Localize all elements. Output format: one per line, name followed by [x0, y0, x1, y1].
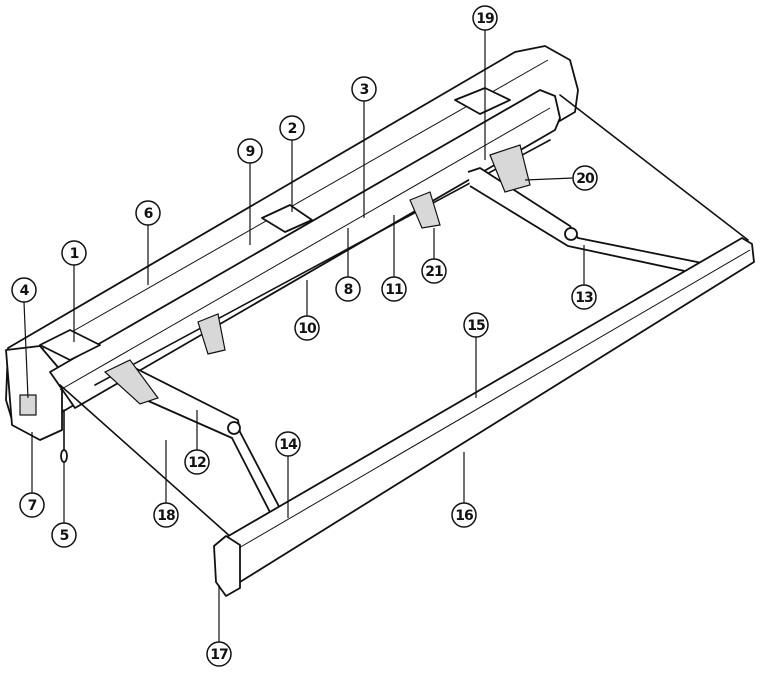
callout-number: 20	[576, 171, 595, 187]
callout-13: 13	[571, 284, 597, 310]
callout-circle	[153, 502, 179, 528]
right-shoulder	[489, 144, 531, 193]
callout-1: 1	[61, 240, 87, 266]
callout-number: 6	[144, 206, 153, 222]
callout-20: 20	[572, 165, 598, 191]
callout-circle	[335, 276, 361, 302]
callout-number: 16	[455, 508, 473, 524]
callout-12: 12	[184, 449, 210, 475]
callout-7: 7	[19, 492, 45, 518]
callout-number: 10	[298, 321, 317, 337]
callout-16: 16	[451, 502, 477, 528]
crank-eye	[60, 449, 68, 463]
callout-number: 21	[425, 264, 443, 280]
bracket-2	[261, 204, 313, 233]
callout-17: 17	[206, 641, 232, 667]
callout-circle	[351, 76, 377, 102]
callout-18: 18	[153, 502, 179, 528]
callout-8: 8	[335, 276, 361, 302]
callout-circle	[206, 641, 232, 667]
callout-number: 13	[575, 290, 593, 306]
callout-circle	[451, 502, 477, 528]
callout-number: 15	[467, 318, 485, 334]
callout-4: 4	[11, 277, 37, 303]
front-bar	[224, 237, 755, 583]
callout-10: 10	[294, 315, 320, 341]
callout-circle	[381, 276, 407, 302]
callout-circle	[19, 492, 45, 518]
callout-circle	[279, 115, 305, 141]
callout-circle	[51, 522, 77, 548]
tube-highlight	[59, 107, 551, 391]
fabric-edge-right	[559, 94, 749, 241]
callout-number: 17	[210, 647, 228, 663]
right-elbow	[564, 227, 578, 241]
end-cap	[213, 535, 241, 597]
leader-lines	[23, 30, 585, 642]
callout-5: 5	[51, 522, 77, 548]
callout-15: 15	[463, 312, 489, 338]
callout-number: 5	[60, 528, 69, 544]
support-mid	[197, 313, 226, 355]
callout-circle	[237, 138, 263, 164]
callout-circle	[275, 431, 301, 457]
support-21	[409, 191, 441, 229]
callout-circle	[184, 449, 210, 475]
callout-number: 8	[344, 282, 353, 298]
callout-circle	[463, 312, 489, 338]
fabric-edge-left	[59, 384, 233, 539]
callout-2: 2	[279, 115, 305, 141]
callout-number: 19	[476, 11, 494, 27]
callout-6: 6	[135, 200, 161, 226]
callout-circle	[61, 240, 87, 266]
callout-3: 3	[351, 76, 377, 102]
callout-number: 3	[360, 82, 369, 98]
front-bar-groove	[231, 249, 751, 553]
callout-19: 19	[472, 5, 498, 31]
callout-circle	[572, 165, 598, 191]
housing-edge	[39, 59, 549, 351]
callout-circle	[294, 315, 320, 341]
callout-number: 4	[20, 283, 30, 299]
right-arm	[467, 167, 713, 277]
callout-number: 18	[157, 508, 175, 524]
callout-number: 2	[288, 121, 297, 137]
bracket-3	[454, 87, 511, 115]
callout-9: 9	[237, 138, 263, 164]
callout-circle	[11, 277, 37, 303]
callout-14: 14	[275, 431, 301, 457]
callout-number: 7	[28, 498, 37, 514]
callout-11: 11	[381, 276, 407, 302]
callout-number: 12	[188, 455, 206, 471]
callout-number: 1	[70, 246, 79, 262]
callout-circle	[472, 5, 498, 31]
callout-circle	[421, 258, 447, 284]
callout-21: 21	[421, 258, 447, 284]
callout-number: 14	[279, 437, 298, 453]
callout-circle	[135, 200, 161, 226]
callout-number: 9	[246, 144, 255, 160]
callout-number: 11	[385, 282, 403, 298]
left-elbow	[227, 421, 241, 435]
left-shoulder	[103, 359, 159, 405]
callout-circle	[571, 284, 597, 310]
bracket-1	[39, 329, 101, 361]
